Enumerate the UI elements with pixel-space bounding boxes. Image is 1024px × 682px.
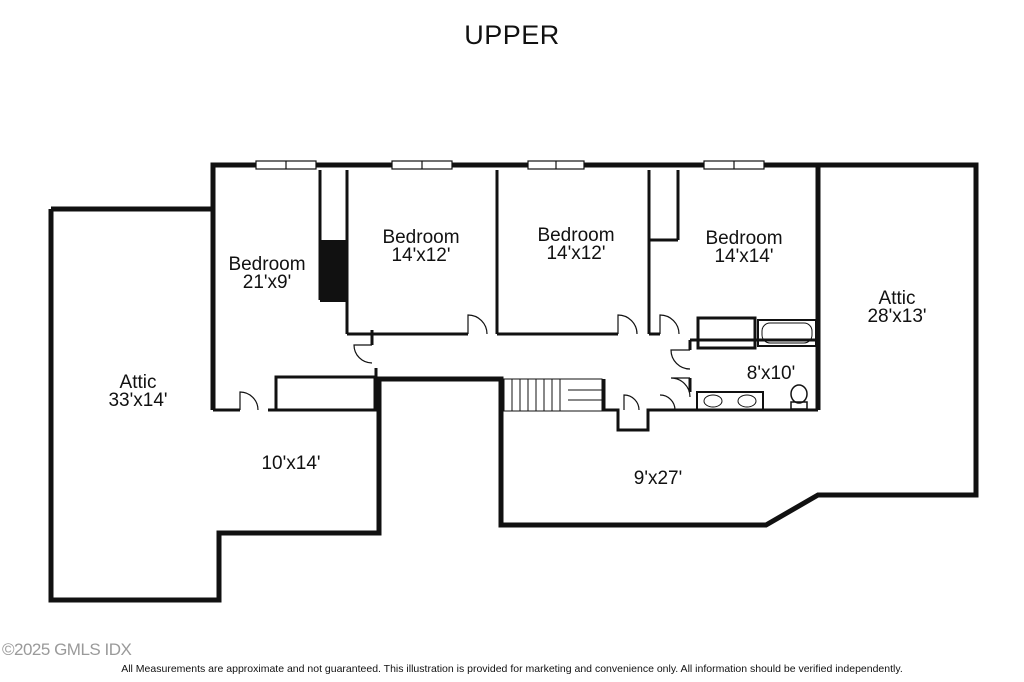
bathtub-basin [761, 322, 813, 344]
sink [737, 394, 757, 408]
copyright-watermark: ©2025 GMLS IDX [2, 640, 132, 659]
door-swing [670, 349, 691, 370]
door-swing [659, 314, 680, 335]
windows [255, 160, 765, 170]
door-swing [623, 394, 640, 411]
closet-box [696, 316, 757, 350]
sink [703, 394, 723, 408]
room-label-9x27: 9'x27' [633, 468, 683, 489]
closet-shelf [320, 240, 347, 302]
toilet-bowl [790, 384, 808, 404]
door-swing [353, 344, 373, 364]
stair-wall [602, 379, 690, 432]
door-swing [239, 391, 259, 411]
room-label-10x14: 10'x14' [261, 453, 321, 474]
bathtub [757, 319, 817, 347]
door-swing [670, 377, 691, 398]
stair-treads [511, 379, 602, 411]
disclaimer-text: All Measurements are approximate and not… [121, 663, 903, 675]
door-swing [659, 394, 676, 411]
door-swing [617, 314, 638, 335]
toilet-tank [790, 401, 808, 410]
vanity [696, 391, 764, 411]
door-swing [467, 314, 488, 335]
closet-box [274, 375, 377, 412]
stairs [503, 378, 603, 412]
exterior-wall [48, 162, 979, 603]
room-label-bath: 8'x10' [746, 363, 796, 384]
floor-title: UPPER [464, 20, 560, 50]
